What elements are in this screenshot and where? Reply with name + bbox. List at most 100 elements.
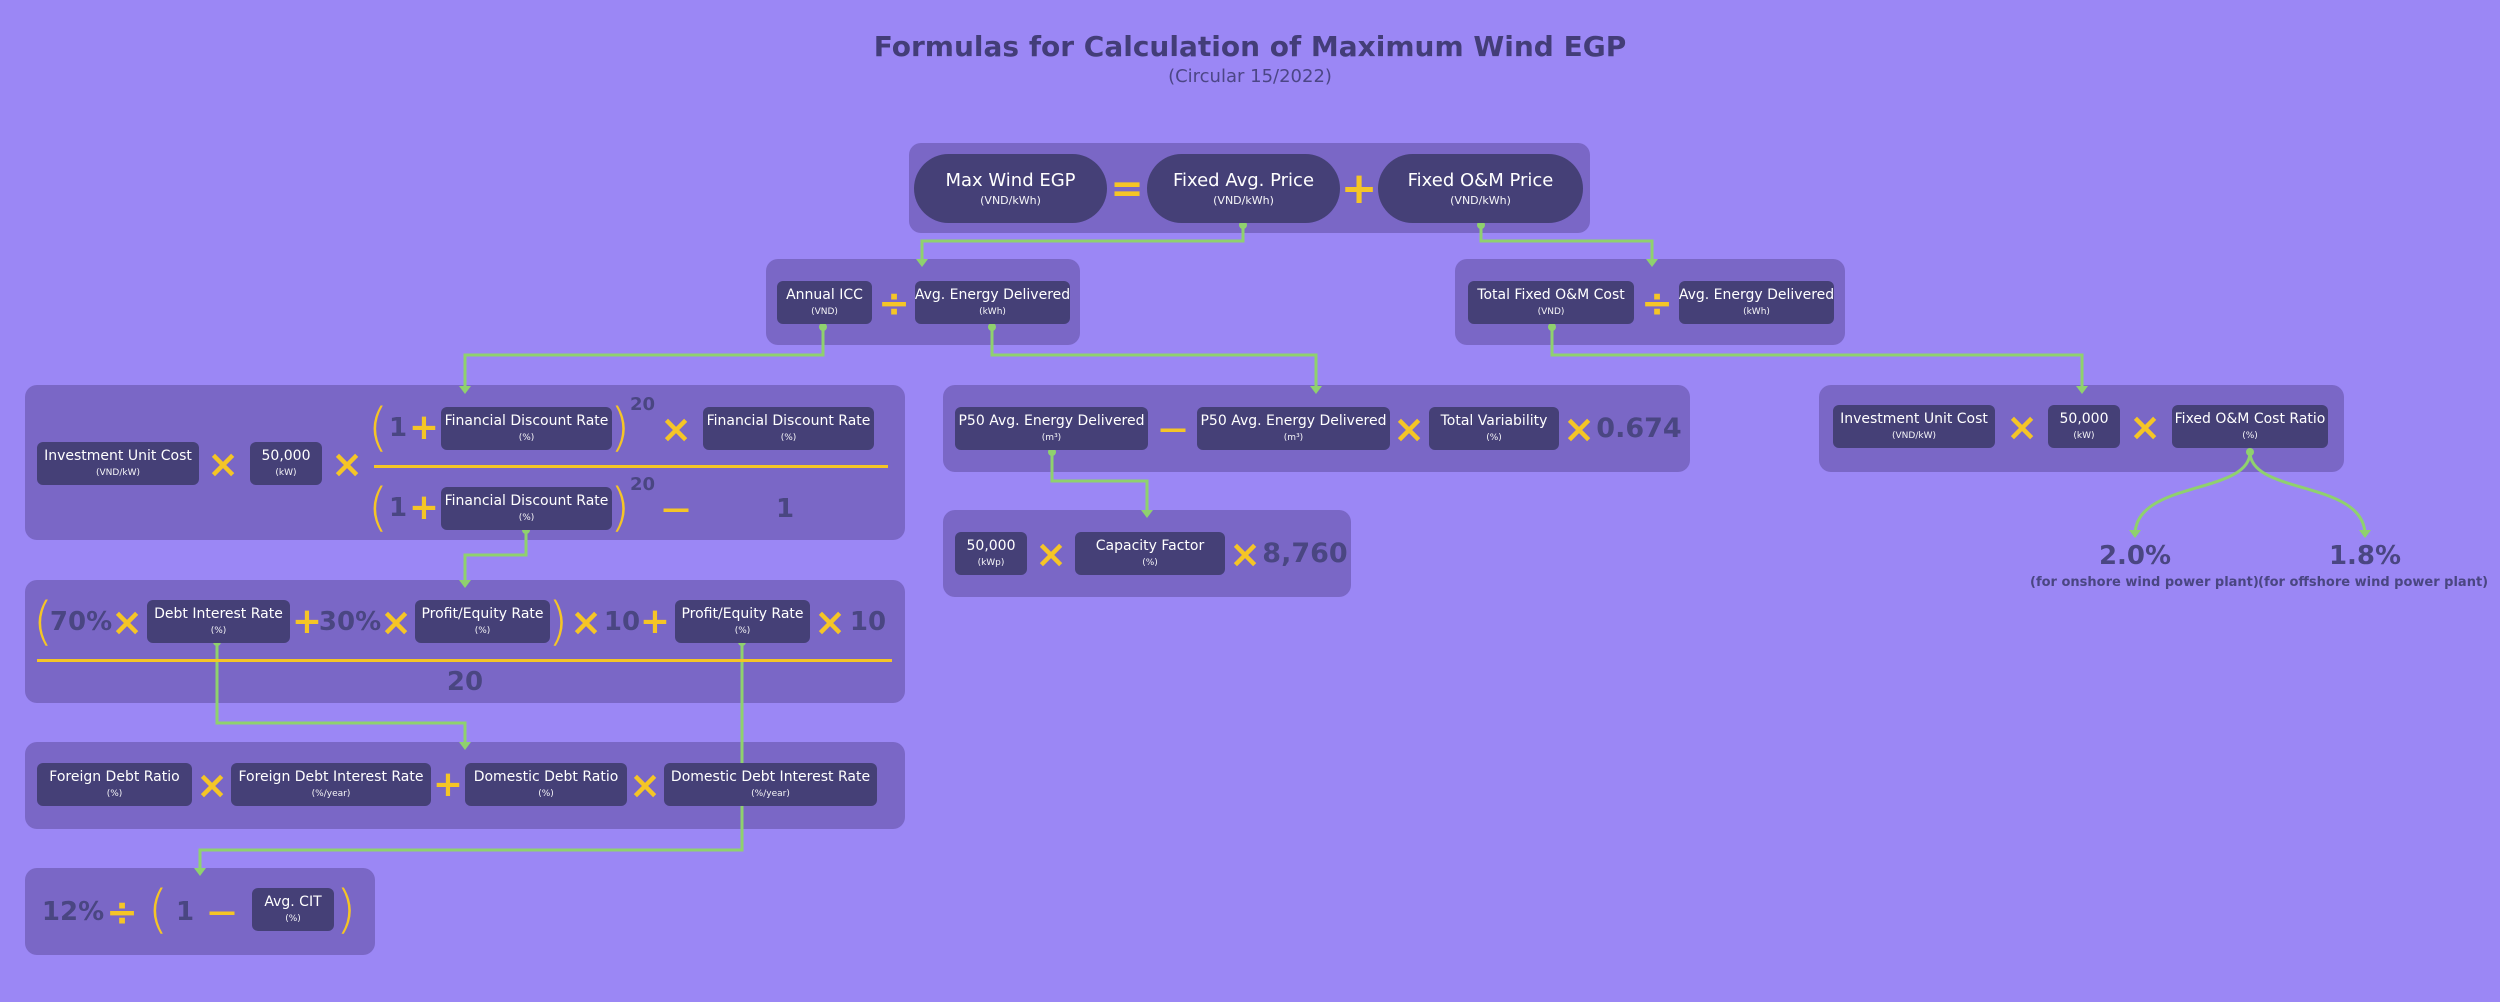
- om-capacity-label: 50,000: [2059, 411, 2109, 427]
- domestic-debt-interest-rate-box: Domestic Debt Interest Rate (%/year): [664, 763, 877, 806]
- right-parenthesis: ): [547, 592, 569, 652]
- annual-icc-label: Annual ICC: [786, 287, 863, 303]
- left-parenthesis: (: [367, 398, 389, 458]
- minus-operator: —: [662, 492, 690, 525]
- minus-operator: —: [1159, 411, 1187, 445]
- equals-operator: =: [1110, 165, 1144, 212]
- times-operator: ×: [1035, 531, 1067, 576]
- investment-unit-cost-box: Investment Unit Cost (VND/kW): [37, 442, 199, 485]
- p50-energy-unit-1: (m³): [1041, 433, 1062, 443]
- divide-operator: ÷: [106, 889, 138, 934]
- discount-denominator: 20: [446, 667, 484, 697]
- financial-discount-rate-unit-1: (%): [518, 433, 535, 443]
- debt-interest-rate-unit: (%): [210, 626, 227, 636]
- profit-one: 1: [175, 896, 195, 927]
- left-parenthesis: (: [147, 880, 169, 940]
- fixed-avg-price-unit: (VND/kWh): [1213, 193, 1274, 207]
- profit-equity-rate-unit-2: (%): [734, 626, 751, 636]
- offshore-ratio-value: 1.8%: [2328, 541, 2402, 571]
- profit-equity-rate-label-1: Profit/Equity Rate: [421, 606, 544, 622]
- financial-discount-rate-box-3: Financial Discount Rate (%): [441, 487, 612, 530]
- fraction-bar: [374, 465, 888, 468]
- avg-energy-delivered-box-2: Avg. Energy Delivered (kWh): [1679, 281, 1834, 324]
- capacity-unit: (kW): [275, 468, 297, 478]
- total-fixed-om-cost-unit: (VND): [1537, 307, 1565, 317]
- max-wind-egp-unit: (VND/kWh): [980, 193, 1041, 207]
- investment-unit-cost-unit: (VND/kW): [96, 468, 140, 478]
- max-wind-egp-box: Max Wind EGP (VND/kWh): [914, 154, 1107, 223]
- capacity-label: 50,000: [261, 448, 311, 464]
- profit-base-rate: 12%: [41, 896, 105, 927]
- total-variability-unit: (%): [1486, 433, 1502, 443]
- capacity-factor-box: Capacity Factor (%): [1075, 532, 1225, 575]
- page-title: Formulas for Calculation of Maximum Wind…: [873, 30, 1627, 63]
- multiplier-ten-2: 10: [849, 607, 887, 637]
- annual-icc-unit: (VND): [811, 307, 838, 317]
- exponent: 20: [630, 394, 656, 415]
- plus-operator: +: [1340, 162, 1378, 214]
- minus-operator: —: [208, 894, 236, 928]
- right-parenthesis: ): [335, 880, 357, 940]
- onshore-ratio-value: 2.0%: [2098, 541, 2172, 571]
- annual-icc-box: Annual ICC (VND): [777, 281, 872, 324]
- profit-equity-rate-box-1: Profit/Equity Rate (%): [415, 600, 550, 643]
- financial-discount-rate-label-1: Financial Discount Rate: [444, 413, 609, 429]
- p50-capacity-label: 50,000: [966, 538, 1016, 554]
- offshore-ratio-desc: (for offshore wind power plant): [2258, 575, 2489, 590]
- plus-operator: +: [408, 487, 440, 528]
- debt-share: 70%: [49, 607, 113, 637]
- om-cost-ratio-label: Fixed O&M Cost Ratio: [2174, 411, 2326, 427]
- foreign-debt-interest-rate-label: Foreign Debt Interest Rate: [238, 769, 424, 785]
- fixed-om-price-unit: (VND/kWh): [1450, 193, 1511, 207]
- om-investment-unit-cost-label: Investment Unit Cost: [1840, 411, 1988, 427]
- plus-operator: +: [639, 601, 671, 642]
- profit-equity-rate-unit-1: (%): [474, 626, 491, 636]
- domestic-debt-ratio-unit: (%): [538, 789, 554, 799]
- offshore-ratio: 1.8% (for offshore wind power plant): [2258, 541, 2489, 590]
- financial-discount-rate-box-2: Financial Discount Rate (%): [703, 407, 874, 450]
- times-operator: ×: [1563, 406, 1595, 451]
- financial-discount-rate-label-2: Financial Discount Rate: [706, 413, 871, 429]
- capacity-box: 50,000 (kW): [250, 442, 322, 485]
- fixed-om-price-box: Fixed O&M Price (VND/kWh): [1378, 154, 1583, 223]
- times-operator: ×: [331, 441, 363, 486]
- domestic-debt-interest-rate-label: Domestic Debt Interest Rate: [670, 769, 871, 785]
- foreign-debt-interest-rate-unit: (%/year): [311, 789, 351, 799]
- financial-discount-rate-unit-2: (%): [780, 433, 797, 443]
- debt-interest-rate-box: Debt Interest Rate (%): [147, 600, 290, 643]
- times-operator: ×: [660, 406, 692, 451]
- exponent: 20: [630, 474, 656, 495]
- foreign-debt-ratio-box: Foreign Debt Ratio (%): [37, 763, 192, 806]
- om-cost-ratio-box: Fixed O&M Cost Ratio (%): [2172, 405, 2328, 448]
- total-variability-box: Total Variability (%): [1429, 407, 1559, 450]
- p50-energy-box-2: P50 Avg. Energy Delivered (m³): [1197, 407, 1390, 450]
- onshore-ratio-desc: (for onshore wind power plant): [2030, 575, 2259, 590]
- om-capacity-box: 50,000 (kW): [2048, 405, 2120, 448]
- fraction-bar: [37, 659, 892, 662]
- times-operator: ×: [2006, 404, 2038, 449]
- hours-per-year: 8,760: [1262, 538, 1348, 569]
- foreign-debt-interest-rate-box: Foreign Debt Interest Rate (%/year): [231, 763, 431, 806]
- avg-cit-label: Avg. CIT: [264, 894, 322, 910]
- financial-discount-rate-label-3: Financial Discount Rate: [444, 493, 609, 509]
- total-fixed-om-cost-box: Total Fixed O&M Cost (VND): [1468, 281, 1634, 324]
- times-operator: ×: [380, 599, 412, 644]
- avg-cit-unit: (%): [285, 914, 301, 924]
- p50-energy-box-1: P50 Avg. Energy Delivered (m³): [955, 407, 1148, 450]
- times-operator: ×: [196, 762, 228, 807]
- times-operator: ×: [111, 599, 143, 644]
- right-parenthesis: ): [609, 478, 631, 538]
- fixed-avg-price-box: Fixed Avg. Price (VND/kWh): [1147, 154, 1340, 223]
- times-operator: ×: [1393, 406, 1425, 451]
- denominator-minus-one: 1: [775, 494, 795, 524]
- fixed-om-price-label: Fixed O&M Price: [1407, 169, 1554, 191]
- times-operator: ×: [207, 441, 239, 486]
- financial-discount-rate-unit-3: (%): [518, 513, 535, 523]
- onshore-ratio: 2.0% (for onshore wind power plant): [2030, 541, 2259, 590]
- max-wind-egp-label: Max Wind EGP: [945, 169, 1076, 191]
- foreign-debt-ratio-label: Foreign Debt Ratio: [49, 769, 180, 785]
- fixed-avg-price-label: Fixed Avg. Price: [1172, 169, 1315, 191]
- avg-energy-delivered-unit-1: (kWh): [979, 307, 1006, 317]
